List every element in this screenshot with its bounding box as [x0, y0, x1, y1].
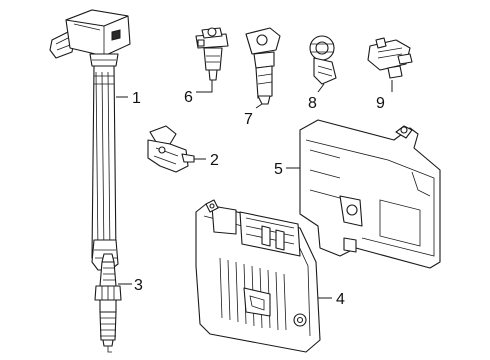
cam-sensor-bracket	[147, 125, 195, 173]
map-sensor-6	[195, 27, 229, 81]
callout-4: 4	[336, 291, 345, 308]
callout-5: 5	[274, 161, 283, 178]
callout-1: 1	[132, 90, 141, 107]
callout-6: 6	[184, 89, 193, 106]
callout-7: 7	[244, 111, 253, 128]
spark-plug	[94, 253, 122, 353]
ecm-module	[195, 199, 321, 353]
callout-8: 8	[308, 95, 317, 112]
callout-3: 3	[134, 277, 143, 294]
leader-lines	[116, 80, 393, 299]
callout-9: 9	[376, 95, 385, 112]
callout-2: 2	[210, 152, 219, 169]
pressure-sensor-9	[367, 37, 413, 79]
ignition-coil	[49, 9, 131, 271]
knock-sensor-8	[309, 35, 337, 85]
crank-sensor-7	[245, 27, 281, 105]
ecm-bracket	[299, 119, 441, 269]
